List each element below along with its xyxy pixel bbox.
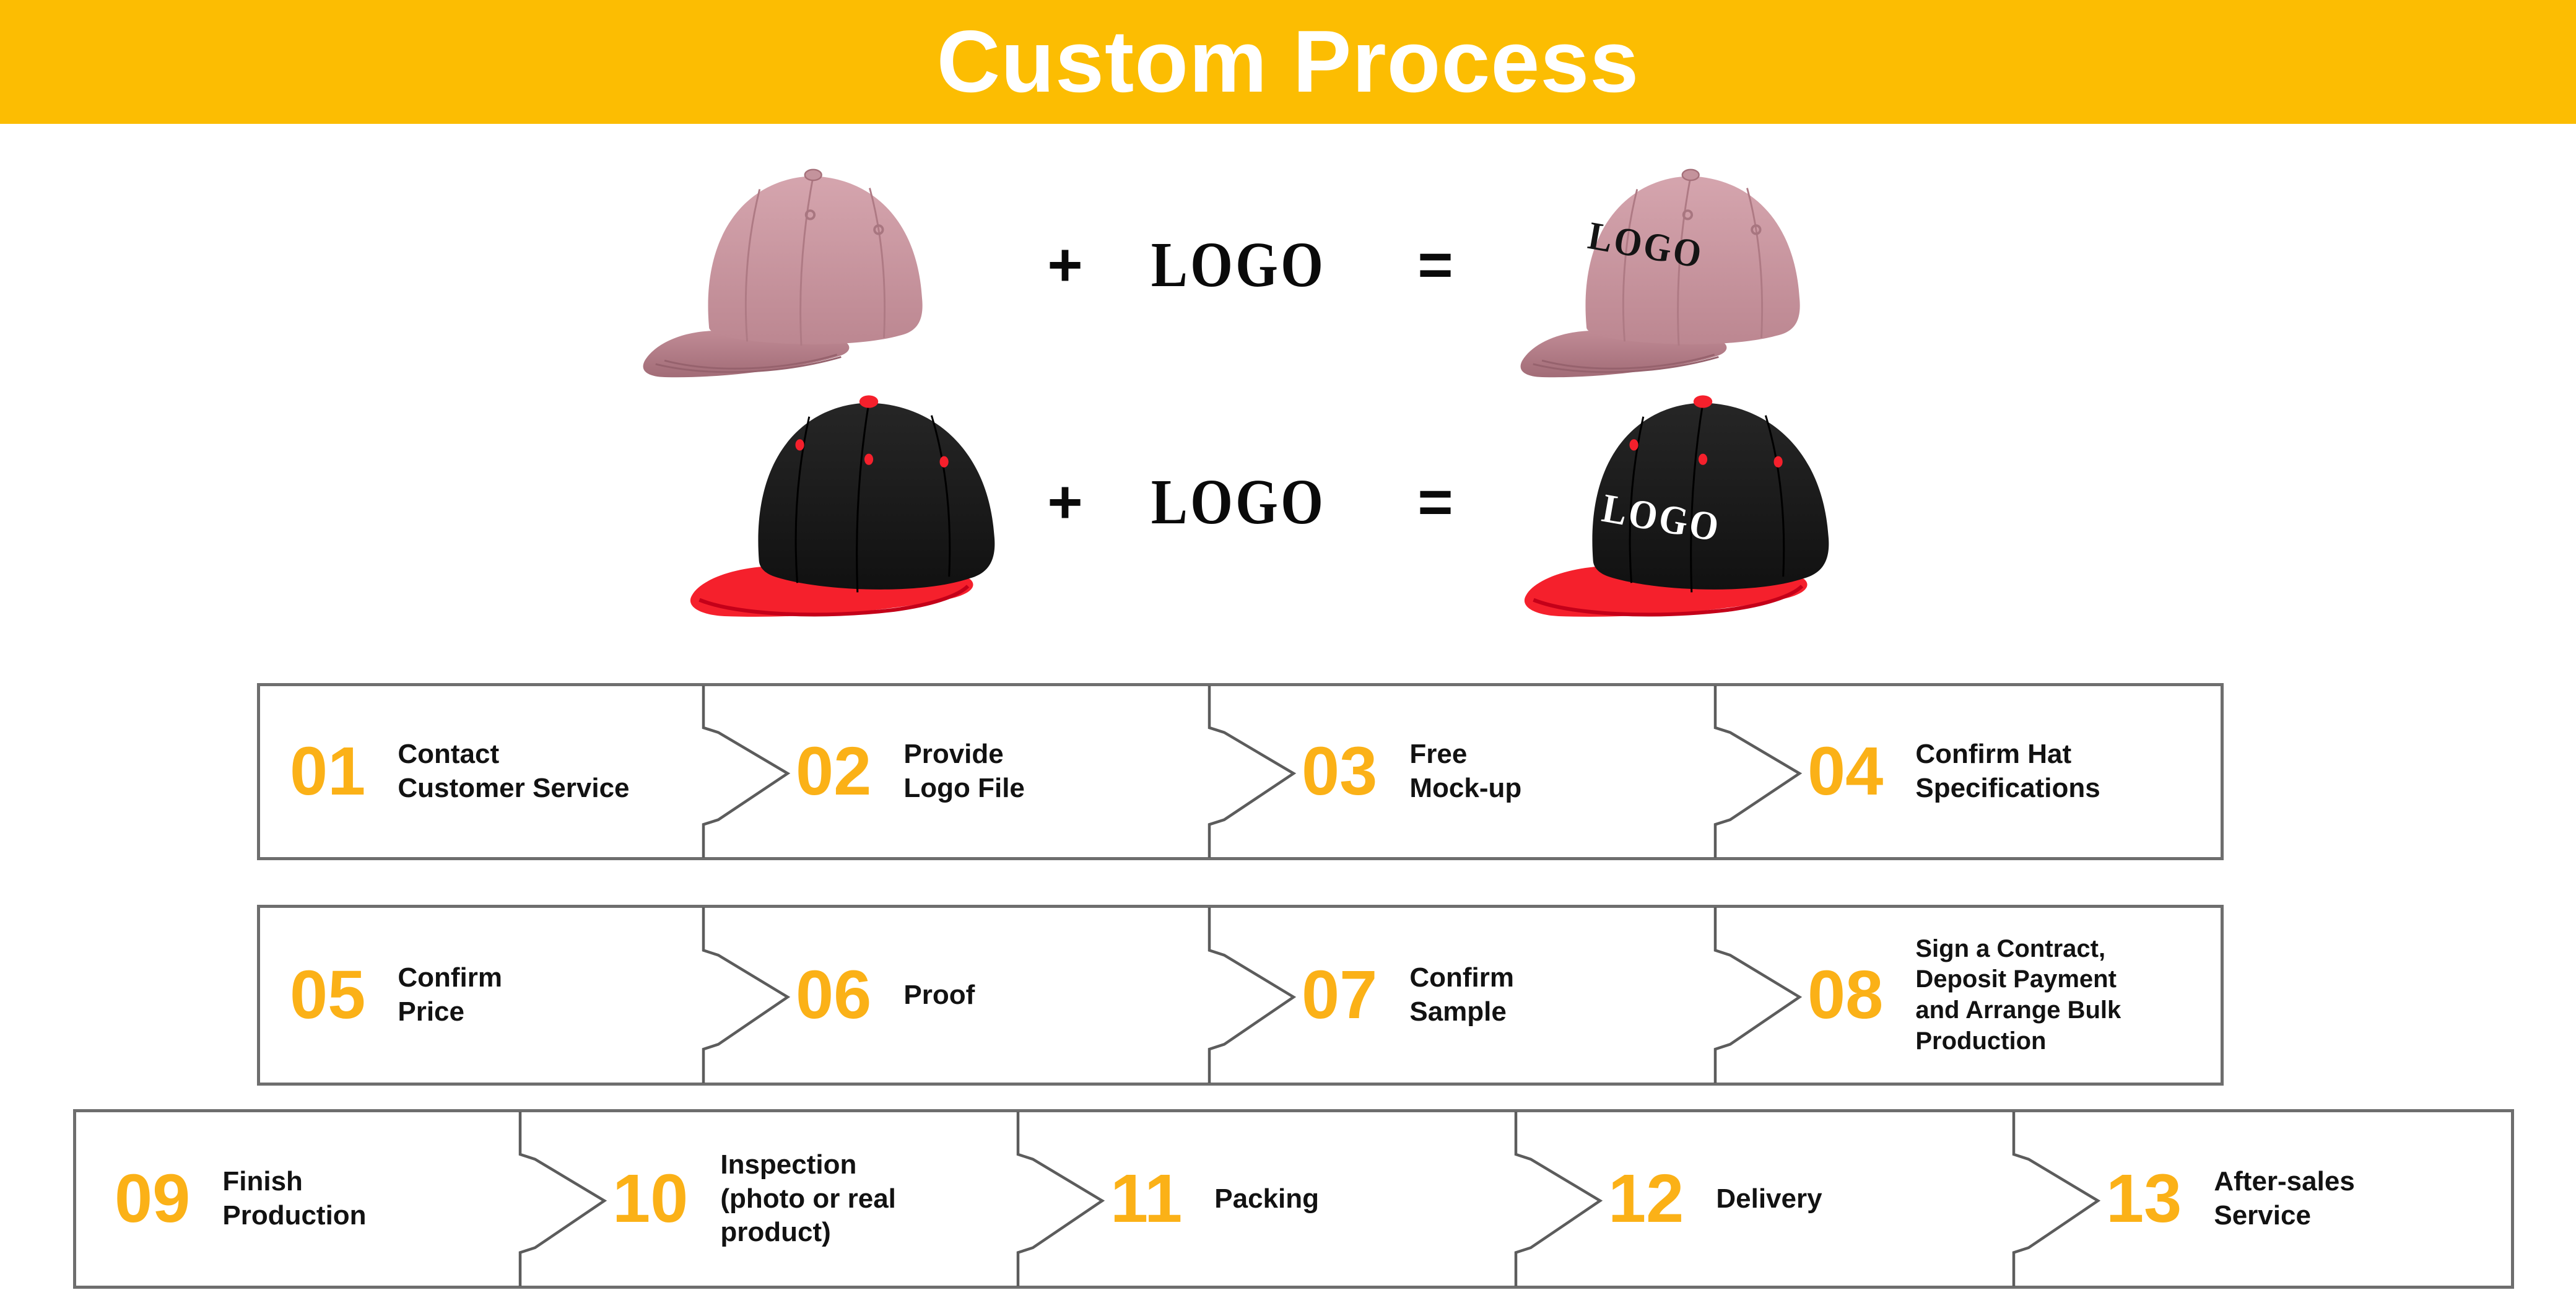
chevron-separator-icon — [2011, 1112, 2104, 1286]
step-number: 05 — [290, 957, 366, 1033]
step-03: 03 Free Mock-up — [1209, 686, 1715, 857]
step-number: 08 — [1808, 957, 1884, 1033]
step-label: After-sales Service — [2214, 1166, 2355, 1231]
step-label: Finish Production — [222, 1166, 367, 1231]
chevron-separator-icon — [1713, 907, 1806, 1083]
step-12: 12 Delivery — [1515, 1112, 2013, 1286]
step-label: Packing — [1214, 1183, 1320, 1214]
step-10: 10 Inspection (photo or real product) — [520, 1112, 1017, 1286]
plus-sign: + — [1047, 467, 1083, 536]
step-08: 08 Sign a Contract, Deposit Payment and … — [1715, 908, 2221, 1083]
step-label: Confirm Hat Specifications — [1915, 739, 2100, 803]
step-05: 05 Confirm Price — [260, 908, 703, 1083]
step-number: 09 — [115, 1161, 191, 1237]
step-label: Confirm Price — [398, 962, 503, 1027]
step-number: 12 — [1608, 1161, 1684, 1237]
chevron-separator-icon — [701, 686, 794, 858]
chevron-separator-icon — [1016, 1112, 1108, 1286]
pink-cap-with-logo-image: LOGO — [1506, 152, 1822, 378]
pink-cap-image — [629, 152, 944, 378]
step-number: 02 — [796, 733, 872, 809]
step-04: 04 Confirm Hat Specifications — [1715, 686, 2221, 857]
step-label: Confirm Sample — [1409, 962, 1515, 1027]
chevron-separator-icon — [701, 907, 794, 1083]
step-label: Free Mock-up — [1409, 739, 1522, 803]
header-banner: Custom Process — [0, 0, 2576, 124]
step-number: 10 — [612, 1161, 689, 1237]
process-row-1: 01 Contact Customer Service 02 Provide L… — [257, 683, 2224, 860]
logo-word: LOGO — [1151, 229, 1326, 300]
pink-cap-icon — [629, 152, 944, 378]
equals-sign: = — [1417, 467, 1453, 536]
step-number: 13 — [2106, 1161, 2182, 1237]
step-label: Contact Customer Service — [398, 739, 630, 803]
chevron-separator-icon — [1207, 686, 1300, 858]
chevron-separator-icon — [518, 1112, 611, 1286]
step-01: 01 Contact Customer Service — [260, 686, 703, 857]
step-number: 04 — [1808, 733, 1884, 809]
step-11: 11 Packing — [1017, 1112, 1515, 1286]
step-number: 07 — [1302, 957, 1378, 1033]
process-row-3: 09 Finish Production 10 Inspection (phot… — [73, 1109, 2514, 1289]
step-09: 09 Finish Production — [76, 1112, 520, 1286]
logo-word: LOGO — [1151, 466, 1326, 538]
chevron-separator-icon — [1513, 1112, 1606, 1286]
step-label: Delivery — [1716, 1183, 1822, 1214]
black-snapback-image — [672, 379, 1016, 617]
step-02: 02 Provide Logo File — [703, 686, 1209, 857]
step-label: Proof — [903, 979, 975, 1010]
equals-sign: = — [1417, 230, 1453, 298]
chevron-separator-icon — [1207, 907, 1300, 1083]
step-06: 06 Proof — [703, 908, 1209, 1083]
black-snapback-icon — [672, 379, 1016, 617]
process-row-2: 05 Confirm Price 06 Proof 07 Confirm Sam… — [257, 905, 2224, 1086]
step-number: 06 — [796, 957, 872, 1033]
step-label: Inspection (photo or real product) — [720, 1149, 896, 1248]
step-label: Provide Logo File — [903, 739, 1025, 803]
black-snapback-with-logo-image: LOGO — [1506, 379, 1850, 617]
step-number: 03 — [1302, 733, 1378, 809]
step-number: 11 — [1110, 1161, 1183, 1237]
step-number: 01 — [290, 733, 366, 809]
step-label: Sign a Contract, Deposit Payment and Arr… — [1915, 935, 2121, 1055]
page-title: Custom Process — [936, 12, 1640, 111]
step-07: 07 Confirm Sample — [1209, 908, 1715, 1083]
step-13: 13 After-sales Service — [2013, 1112, 2511, 1286]
plus-sign: + — [1047, 230, 1083, 298]
chevron-separator-icon — [1713, 686, 1806, 858]
